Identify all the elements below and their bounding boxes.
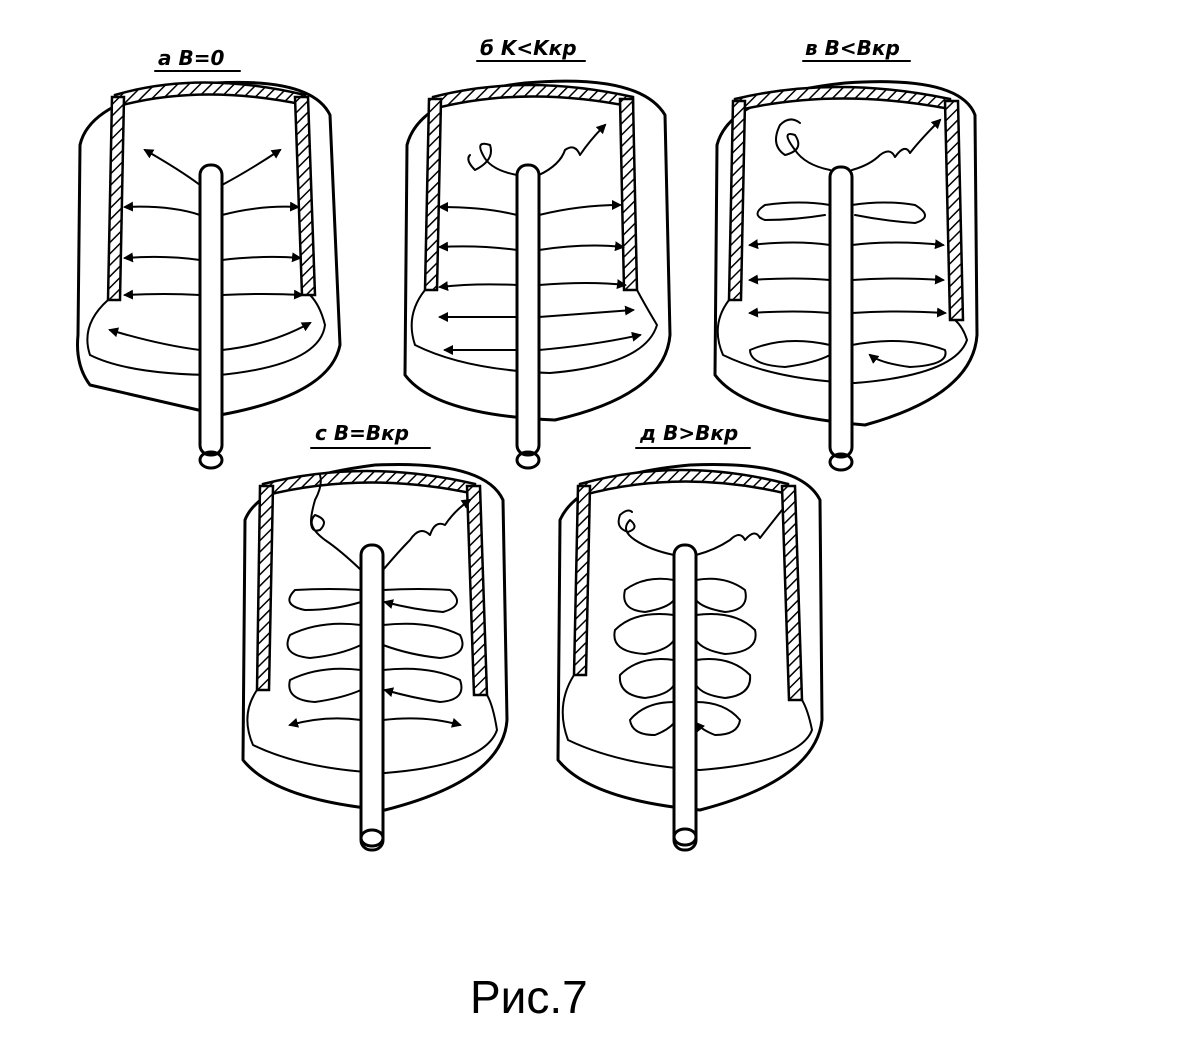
panel-c-field-lines — [286, 474, 472, 728]
panel-a-tube-end — [198, 450, 224, 470]
panel-b-tube-end — [515, 450, 541, 470]
panel-c-label: c B=Bкр — [315, 421, 409, 445]
panel-d-tube-end — [672, 827, 698, 847]
panel-d-field-lines — [613, 509, 783, 736]
panel-c-tube-end — [359, 828, 385, 848]
panel-b: б K<Kкр — [403, 36, 672, 470]
panel-v-tube-end — [828, 452, 854, 472]
panel-c-bottom-liner — [246, 689, 498, 774]
panel-a-label: a B=0 — [158, 46, 224, 70]
panel-a: a B=0 — [76, 46, 342, 470]
panel-v-central-tube — [828, 165, 854, 459]
panel-a-central-tube — [198, 163, 224, 457]
panel-d-top-wall — [578, 468, 790, 498]
panel-b-right-wall — [618, 97, 639, 292]
panel-d-left-wall — [572, 484, 592, 677]
panel-b-central-tube — [515, 163, 541, 457]
panel-c-top-wall — [261, 469, 477, 498]
panel-d-central-tube — [672, 543, 698, 852]
panel-b-top-wall — [431, 83, 635, 111]
panel-b-field-lines — [438, 123, 642, 355]
panel-v-field-lines — [748, 118, 947, 368]
panel-v-top-wall — [733, 85, 952, 113]
panel-c: c B=Bкр — [241, 421, 509, 852]
panel-b-bottom-liner — [410, 289, 658, 374]
panel-v-right-wall — [943, 99, 965, 322]
panel-c-central-tube — [359, 543, 385, 852]
panel-a-field-lines — [108, 148, 312, 351]
panel-b-left-wall — [423, 97, 443, 292]
panel-b-label: б K<Kкр — [480, 36, 577, 60]
panel-d-right-wall — [780, 484, 804, 702]
panel-d-bottom-liner — [561, 674, 813, 771]
panel-c-left-wall — [255, 484, 275, 692]
panel-v-label: в B<Bкр — [805, 36, 900, 60]
panel-d-label: д B>Bкр — [639, 421, 738, 445]
panel-v: в B<Bкр — [713, 36, 979, 472]
panel-v-bottom-liner — [716, 299, 968, 384]
panel-a-right-wall — [293, 95, 317, 297]
figure-caption: Рис.7 — [470, 971, 588, 1023]
panel-v-left-wall — [727, 99, 747, 302]
panel-d: д B>Bкр — [556, 421, 824, 852]
panel-a-left-wall — [106, 95, 126, 302]
panel-c-right-wall — [465, 484, 489, 697]
